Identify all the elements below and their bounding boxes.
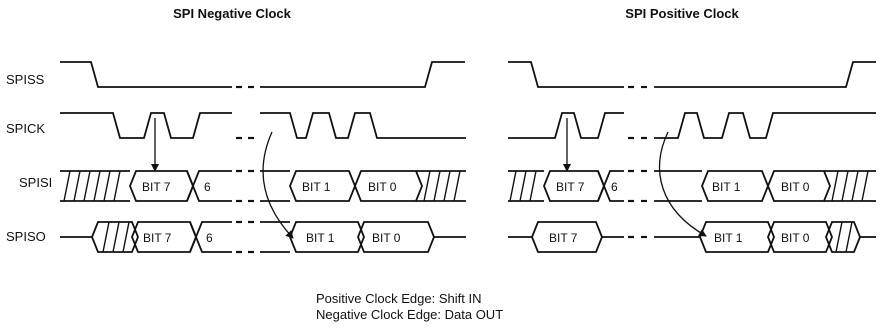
neg-spick-wave (60, 112, 232, 139)
neg-spiso-bit6: 6 (206, 231, 213, 245)
pos-spick-wave (508, 112, 624, 139)
pos-break-marks (628, 85, 647, 239)
neg-spiso-bus (60, 221, 466, 253)
pos-spiss-wave-tail (654, 61, 876, 88)
spisi-label: SPISI (19, 175, 52, 190)
neg-spisi-bit0: BIT 0 (368, 180, 397, 194)
neg-spiso-bit0: BIT 0 (372, 231, 401, 245)
pos-spiso-bus (508, 221, 876, 253)
neg-spick-wave-tail (260, 112, 466, 139)
pos-spiso-bit1: BIT 1 (714, 231, 743, 245)
neg-spiso-bit7: BIT 7 (143, 231, 172, 245)
pos-spisi-bus (508, 170, 876, 202)
neg-spisi-bus (60, 170, 466, 202)
positive-clock-title: SPI Positive Clock (625, 6, 739, 21)
pos-spick-wave-tail (654, 112, 876, 139)
neg-spisi-bit7: BIT 7 (142, 180, 171, 194)
legend: Positive Clock Edge: Shift IN Negative C… (316, 291, 503, 323)
spiss-label: SPISS (6, 72, 45, 87)
pos-spisi-bit1: BIT 1 (712, 180, 741, 194)
neg-spiss-wave-tail (260, 61, 465, 88)
pos-spiso-bit7: BIT 7 (549, 231, 578, 245)
spick-label: SPICK (6, 121, 45, 136)
legend-positive-edge: Positive Clock Edge: Shift IN (316, 291, 482, 306)
legend-negative-edge: Negative Clock Edge: Data OUT (316, 307, 504, 322)
pos-spisi-bit6: 6 (611, 180, 618, 194)
pos-spisi-bit7: BIT 7 (556, 180, 585, 194)
pos-arrow-spick-to-spiso (658, 131, 707, 237)
neg-spisi-bit1: BIT 1 (302, 180, 331, 194)
neg-break-marks (236, 85, 254, 254)
neg-spiso-bit1: BIT 1 (306, 231, 335, 245)
neg-arrow-spick-to-spiso (262, 131, 294, 239)
negative-clock-title: SPI Negative Clock (173, 6, 292, 21)
neg-spisi-bit6: 6 (204, 180, 211, 194)
pos-spisi-bit0: BIT 0 (781, 180, 810, 194)
pos-spiss-wave (508, 61, 624, 88)
spiso-label: SPISO (6, 229, 46, 244)
neg-spiss-wave (60, 61, 232, 88)
pos-spiso-bit0: BIT 0 (781, 231, 810, 245)
